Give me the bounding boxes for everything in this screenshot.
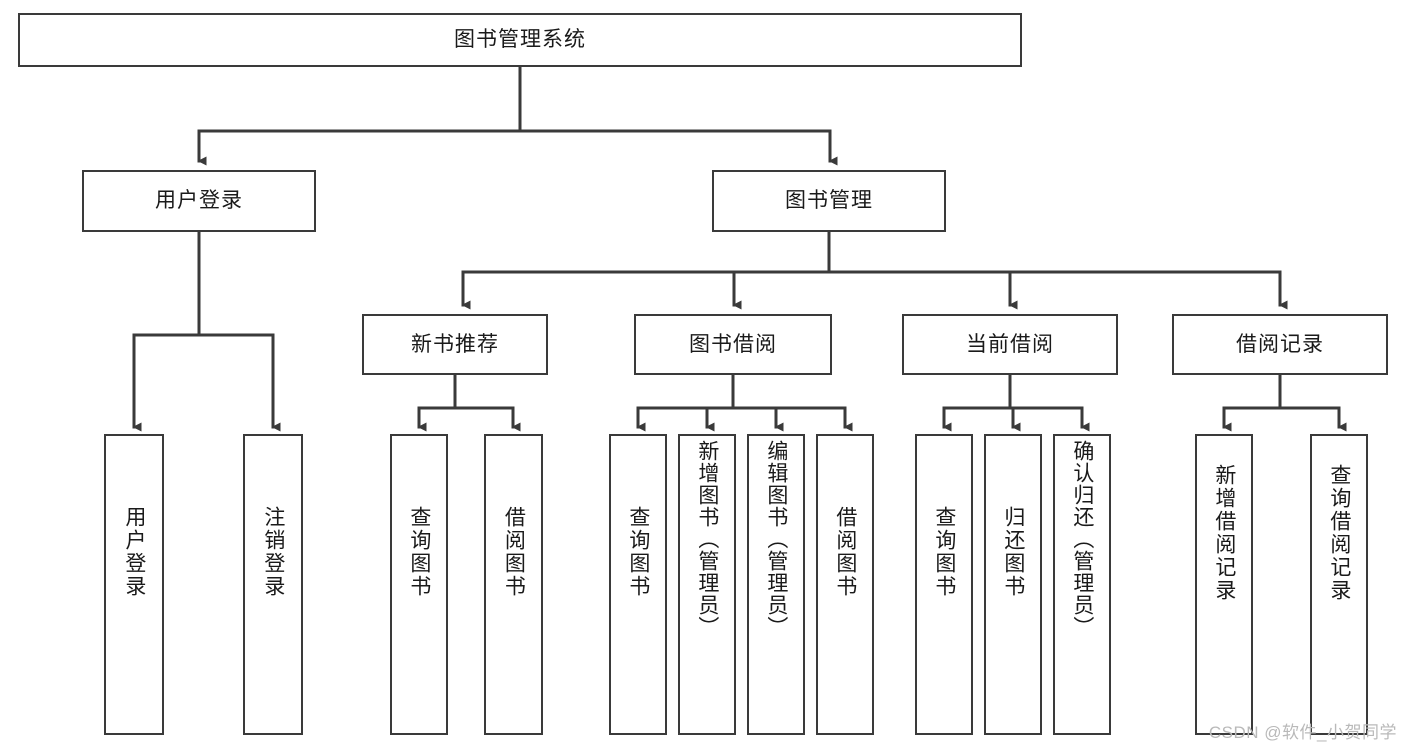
node-leaf-borrow-book-2[interactable]: 借阅图书 <box>816 434 874 735</box>
node-leaf-edit-book-label: 编辑图书（管理员） <box>764 440 788 638</box>
node-new-book-recommend[interactable]: 新书推荐 <box>362 314 548 375</box>
node-leaf-return-book[interactable]: 归还图书 <box>984 434 1042 735</box>
node-leaf-confirm-return-label: 确认归还（管理员） <box>1070 440 1094 638</box>
node-leaf-borrow-book-1-label: 借阅图书 <box>502 506 526 598</box>
node-leaf-query-record-label: 查询借阅记录 <box>1327 464 1351 602</box>
node-leaf-add-book-label: 新增图书（管理员） <box>695 440 719 638</box>
node-root-label: 图书管理系统 <box>454 28 586 52</box>
node-borrow-record-label: 借阅记录 <box>1236 332 1324 356</box>
node-leaf-borrow-book-1[interactable]: 借阅图书 <box>484 434 543 735</box>
node-leaf-query-book-1[interactable]: 查询图书 <box>390 434 448 735</box>
node-leaf-user-login-label: 用户登录 <box>122 506 146 598</box>
node-current-borrow-label: 当前借阅 <box>966 332 1054 356</box>
node-leaf-query-record[interactable]: 查询借阅记录 <box>1310 434 1368 735</box>
node-leaf-query-book-2[interactable]: 查询图书 <box>609 434 667 735</box>
watermark: CSDN @软件_小贺同学 <box>1208 723 1397 742</box>
node-leaf-logout-login-label: 注销登录 <box>261 506 285 598</box>
node-user-login[interactable]: 用户登录 <box>82 170 316 232</box>
node-leaf-query-book-1-label: 查询图书 <box>407 506 431 598</box>
node-leaf-return-book-label: 归还图书 <box>1001 506 1025 598</box>
node-borrow-record[interactable]: 借阅记录 <box>1172 314 1388 375</box>
node-root[interactable]: 图书管理系统 <box>18 13 1022 67</box>
node-leaf-edit-book[interactable]: 编辑图书（管理员） <box>747 434 805 735</box>
node-leaf-add-record[interactable]: 新增借阅记录 <box>1195 434 1253 735</box>
node-leaf-logout-login[interactable]: 注销登录 <box>243 434 303 735</box>
node-leaf-add-record-label: 新增借阅记录 <box>1212 464 1236 602</box>
node-leaf-confirm-return[interactable]: 确认归还（管理员） <box>1053 434 1111 735</box>
node-leaf-add-book[interactable]: 新增图书（管理员） <box>678 434 736 735</box>
node-current-borrow[interactable]: 当前借阅 <box>902 314 1118 375</box>
node-leaf-query-book-3-label: 查询图书 <box>932 506 956 598</box>
node-book-borrow-label: 图书借阅 <box>689 332 777 356</box>
node-book-manage[interactable]: 图书管理 <box>712 170 946 232</box>
node-user-login-label: 用户登录 <box>155 189 243 213</box>
node-leaf-query-book-3[interactable]: 查询图书 <box>915 434 973 735</box>
node-leaf-user-login[interactable]: 用户登录 <box>104 434 164 735</box>
node-leaf-query-book-2-label: 查询图书 <box>626 506 650 598</box>
node-book-manage-label: 图书管理 <box>785 189 873 213</box>
node-new-book-recommend-label: 新书推荐 <box>411 332 499 356</box>
node-leaf-borrow-book-2-label: 借阅图书 <box>833 506 857 598</box>
node-book-borrow[interactable]: 图书借阅 <box>634 314 832 375</box>
